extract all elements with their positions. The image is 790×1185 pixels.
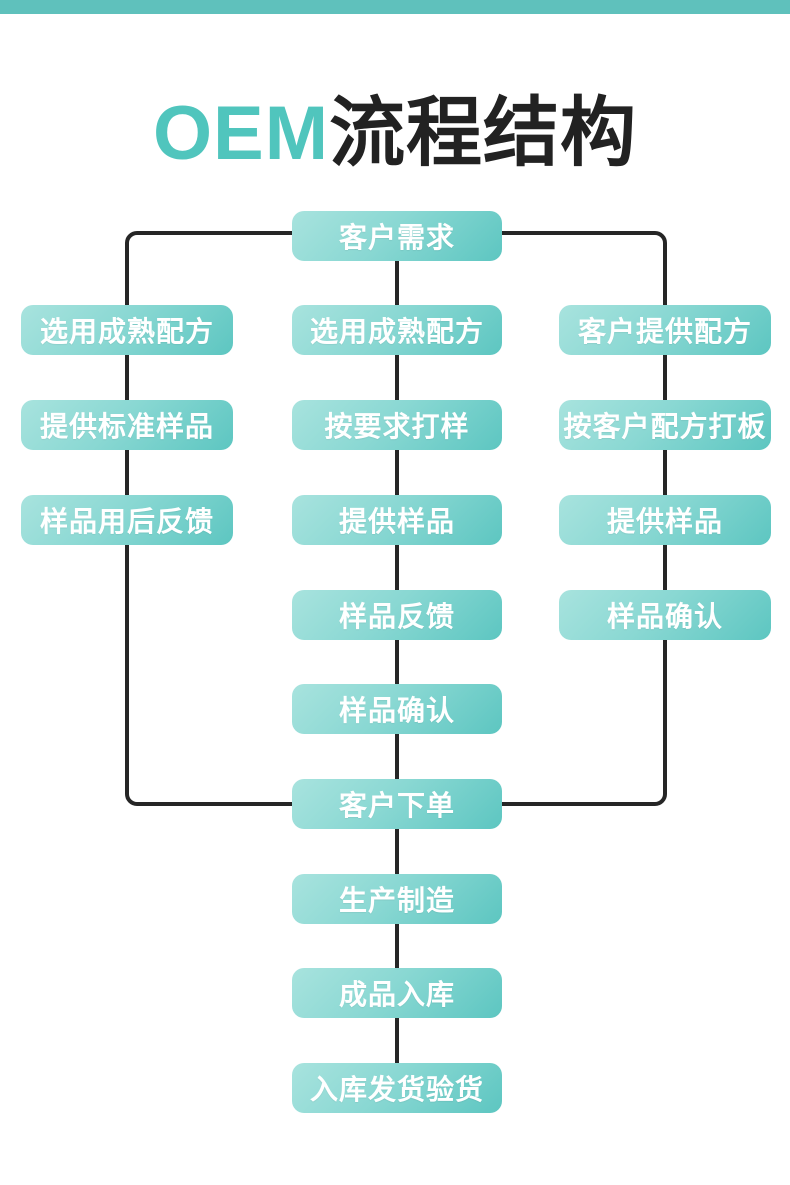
flow-connector-spine [395, 233, 399, 1065]
flow-node-board-per-customer-formula: 按客户配方打板 [559, 400, 771, 450]
flow-node-sample-confirm-right: 样品确认 [559, 590, 771, 640]
flow-node-production: 生产制造 [292, 874, 502, 924]
flow-node-provide-sample-right: 提供样品 [559, 495, 771, 545]
flow-node-warehouse-shipping-inspection: 入库发货验货 [292, 1063, 502, 1113]
flow-node-sample-feedback: 样品反馈 [292, 590, 502, 640]
page-title: OEM流程结构 [0, 94, 790, 174]
flow-node-use-mature-formula-mid: 选用成熟配方 [292, 305, 502, 355]
flow-node-provide-sample-mid: 提供样品 [292, 495, 502, 545]
flow-node-finished-goods-warehousing: 成品入库 [292, 968, 502, 1018]
top-accent-bar [0, 0, 790, 14]
title-rest-text: 流程结构 [329, 91, 638, 176]
flow-node-sample-on-request: 按要求打样 [292, 400, 502, 450]
flow-node-customer-demand: 客户需求 [292, 211, 502, 261]
title-accent-text: OEM [152, 91, 330, 176]
flow-node-customer-order: 客户下单 [292, 779, 502, 829]
flow-node-use-mature-formula-left: 选用成熟配方 [21, 305, 233, 355]
flow-node-provide-standard-sample: 提供标准样品 [21, 400, 233, 450]
flow-node-sample-confirm-mid: 样品确认 [292, 684, 502, 734]
flow-node-sample-usage-feedback: 样品用后反馈 [21, 495, 233, 545]
flow-node-customer-provides-formula: 客户提供配方 [559, 305, 771, 355]
